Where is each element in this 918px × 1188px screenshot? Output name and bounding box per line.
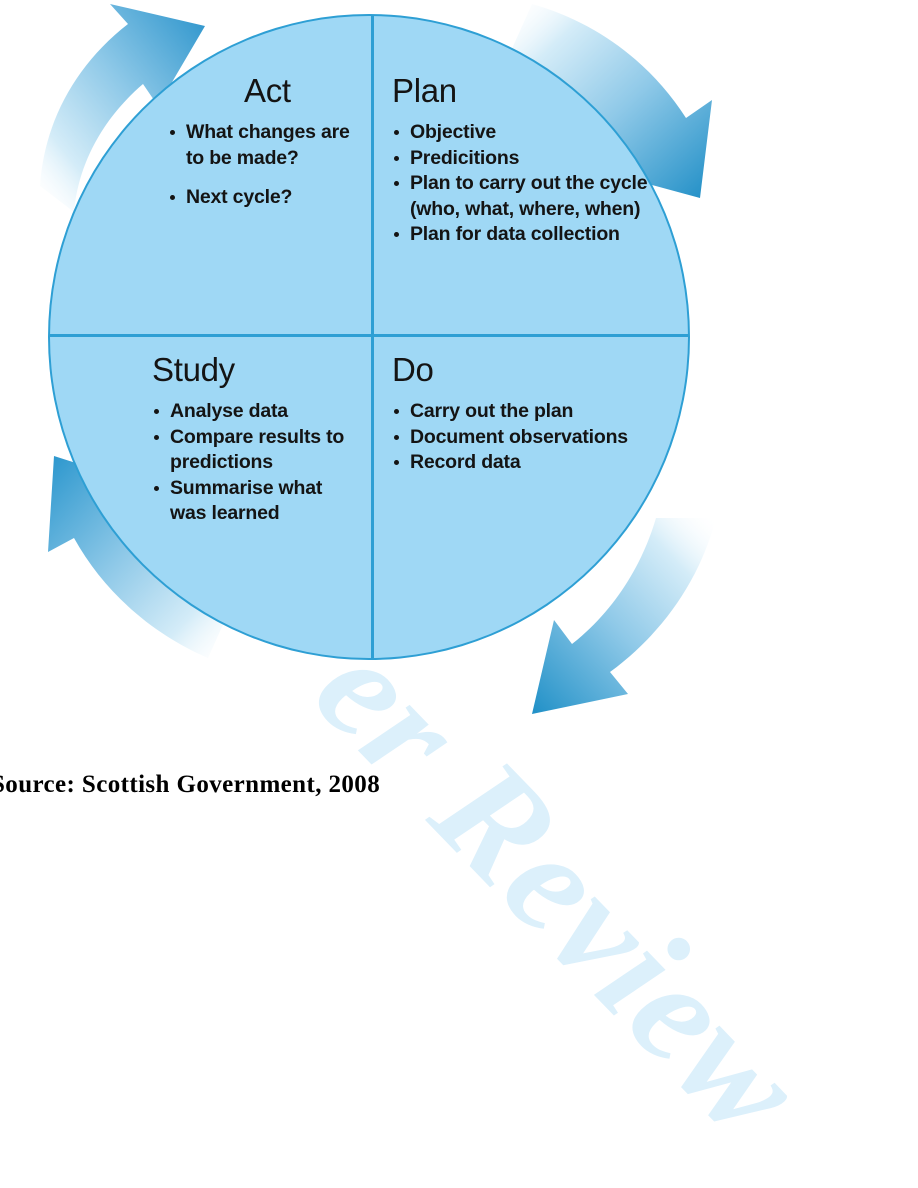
list-item: Summarise what was learned xyxy=(152,476,357,527)
quadrant-do: Do Carry out the plan Document observati… xyxy=(392,353,642,476)
source-caption: Source: Scottish Government, 2008 xyxy=(0,771,381,798)
quadrant-study: Study Analyse data Compare results to pr… xyxy=(152,353,357,527)
list-item: What changes are to be made? xyxy=(168,120,358,171)
quadrant-act-title: Act xyxy=(244,72,291,109)
list-item: Analyse data xyxy=(152,399,357,425)
list-item: Objective xyxy=(392,120,682,146)
list-item: Document observations xyxy=(392,425,642,451)
list-item: Record data xyxy=(392,450,642,476)
circle-horizontal-divider xyxy=(50,334,688,337)
list-item: Compare results to predictions xyxy=(152,425,357,476)
quadrant-act: Act What changes are to be made? Next cy… xyxy=(168,74,358,211)
quadrant-plan-title: Plan xyxy=(392,72,457,109)
quadrant-do-list: Carry out the plan Document observations… xyxy=(392,399,642,476)
quadrant-plan-list: Objective Predicitions Plan to carry out… xyxy=(392,120,682,248)
peer-review-watermark: er Review xyxy=(284,606,836,1170)
quadrant-do-title: Do xyxy=(392,351,434,388)
list-item: Plan for data collection xyxy=(392,222,682,248)
quadrant-study-title: Study xyxy=(152,351,235,388)
quadrant-study-list: Analyse data Compare results to predicti… xyxy=(152,399,357,527)
list-item: Predicitions xyxy=(392,146,682,172)
quadrant-plan: Plan Objective Predicitions Plan to carr… xyxy=(392,74,682,248)
quadrant-act-list: What changes are to be made? Next cycle? xyxy=(168,120,358,211)
list-item: Carry out the plan xyxy=(392,399,642,425)
list-item: Next cycle? xyxy=(168,185,358,211)
circle-vertical-divider xyxy=(371,16,374,658)
list-item: Plan to carry out the cycle (who, what, … xyxy=(392,171,682,222)
